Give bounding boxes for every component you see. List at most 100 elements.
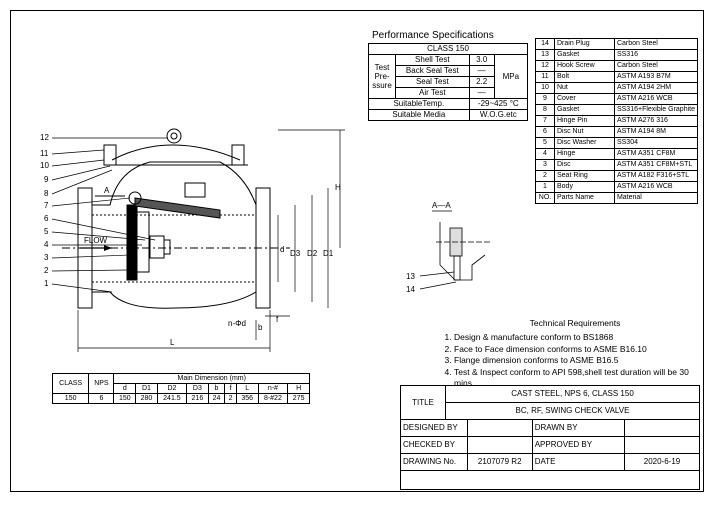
callout-4: 4 <box>44 240 49 249</box>
dim-H: H <box>335 183 341 192</box>
performance-table: CLASS 150 Test Pre- ssure Shell Test 3.0… <box>368 43 529 121</box>
dims-value: 275 <box>287 393 310 404</box>
part-no: 3 <box>535 159 555 171</box>
dims-col-header: f <box>224 383 237 394</box>
section-mark: A <box>104 186 110 195</box>
dims-col-header: D2 <box>156 383 188 394</box>
callout-14: 14 <box>406 285 415 294</box>
part-no: 10 <box>535 82 555 94</box>
dims-col-header: b <box>207 383 226 394</box>
technical-item: Test & Inspect conform to API 598,shell … <box>454 367 700 390</box>
parts-header-material: Material <box>613 192 699 204</box>
title-label: TITLE <box>400 385 446 420</box>
dims-col-header: L <box>235 383 259 394</box>
perf-temp-value: -29~425 °C <box>468 98 529 110</box>
dims-col-header: n-# <box>257 383 289 394</box>
performance-title: Performance Specifications <box>372 30 494 41</box>
dims-col-header: H <box>287 383 310 394</box>
callout-9: 9 <box>44 175 49 184</box>
part-no: 7 <box>535 115 555 127</box>
part-material: Carbon Steel <box>613 60 699 72</box>
designed-by-value <box>466 419 533 437</box>
part-no: 12 <box>535 60 555 72</box>
part-no: 5 <box>535 137 555 149</box>
perf-row-value: 2.2 <box>468 76 495 88</box>
dims-col-header: D1 <box>135 383 158 394</box>
callout-6: 6 <box>44 214 49 223</box>
part-name: Seat Ring <box>553 170 615 182</box>
checked-by-value <box>466 436 533 454</box>
part-name: Drain Plug <box>553 38 615 50</box>
title-line1: CAST STEEL, NPS 6, CLASS 150 <box>445 385 700 403</box>
part-material: ASTM A276 316 <box>613 115 699 127</box>
drawn-by-label: DRAWN BY <box>531 419 626 437</box>
part-name: Disc <box>553 159 615 171</box>
callout-7: 7 <box>44 201 49 210</box>
part-no: 1 <box>535 181 555 193</box>
perf-class: CLASS 150 <box>368 43 528 55</box>
date-label: DATE <box>531 453 626 471</box>
callout-leaders <box>51 137 168 293</box>
part-material: ASTM A194 2HM <box>613 82 699 94</box>
dims-class: 150 <box>51 393 90 404</box>
valve-body-outline <box>62 128 290 309</box>
part-no: 14 <box>535 38 555 50</box>
dims-nps: 6 <box>88 393 115 404</box>
dim-nd: n-Φd <box>228 319 246 328</box>
designed-by-label: DESIGNED BY <box>400 419 468 437</box>
title-line2: BC, RF, SWING CHECK VALVE <box>445 402 700 420</box>
part-name: Disc Washer <box>553 137 615 149</box>
dims-class-label: CLASS <box>51 373 90 394</box>
part-material: Carbon Steel <box>613 38 699 50</box>
section-view <box>436 222 490 281</box>
perf-temp-label: SuitableTemp. <box>368 98 470 110</box>
perf-row-name: Back Seal Test <box>395 65 470 77</box>
perf-unit: MPa <box>493 54 529 99</box>
part-name: Hinge Pin <box>553 115 615 127</box>
dims-col-header: D3 <box>186 383 209 394</box>
part-name: Cover <box>553 93 615 105</box>
part-name: Gasket <box>553 104 615 116</box>
part-material: ASTM A351 CF8M <box>613 148 699 160</box>
drawn-by-value <box>624 419 700 437</box>
part-material: SS304 <box>613 137 699 149</box>
technical-item: Face to Face dimension conforms to ASME … <box>454 344 700 356</box>
callout-11: 11 <box>40 149 49 158</box>
part-no: 11 <box>535 71 555 83</box>
dim-D3: D3 <box>290 249 301 258</box>
dim-D2: D2 <box>307 249 318 258</box>
dim-f: f <box>276 315 279 324</box>
parts-header-name: Parts Name <box>553 192 615 204</box>
part-material: ASTM A216 WCB <box>613 93 699 105</box>
part-name: Hook Screw <box>553 60 615 72</box>
part-material: ASTM A351 CF8M+STL <box>613 159 699 171</box>
callout-1: 1 <box>44 279 49 288</box>
perf-media-label: Suitable Media <box>368 109 470 121</box>
callout-8: 8 <box>44 189 49 198</box>
title-block-footer <box>400 470 700 490</box>
part-no: 8 <box>535 104 555 116</box>
part-name: Gasket <box>553 49 615 61</box>
part-material: ASTM A182 F316+STL <box>613 170 699 182</box>
dims-value: 216 <box>186 393 209 404</box>
dims-value: 150 <box>113 393 137 404</box>
dims-value: 356 <box>235 393 259 404</box>
part-name: Hinge <box>553 148 615 160</box>
drawing-no: 2107079 R2 <box>466 453 533 471</box>
part-name: Bolt <box>553 71 615 83</box>
dims-nps-label: NPS <box>88 373 115 394</box>
part-material: SS316+Flexible Graphite <box>613 104 699 116</box>
dims-value: 280 <box>135 393 158 404</box>
